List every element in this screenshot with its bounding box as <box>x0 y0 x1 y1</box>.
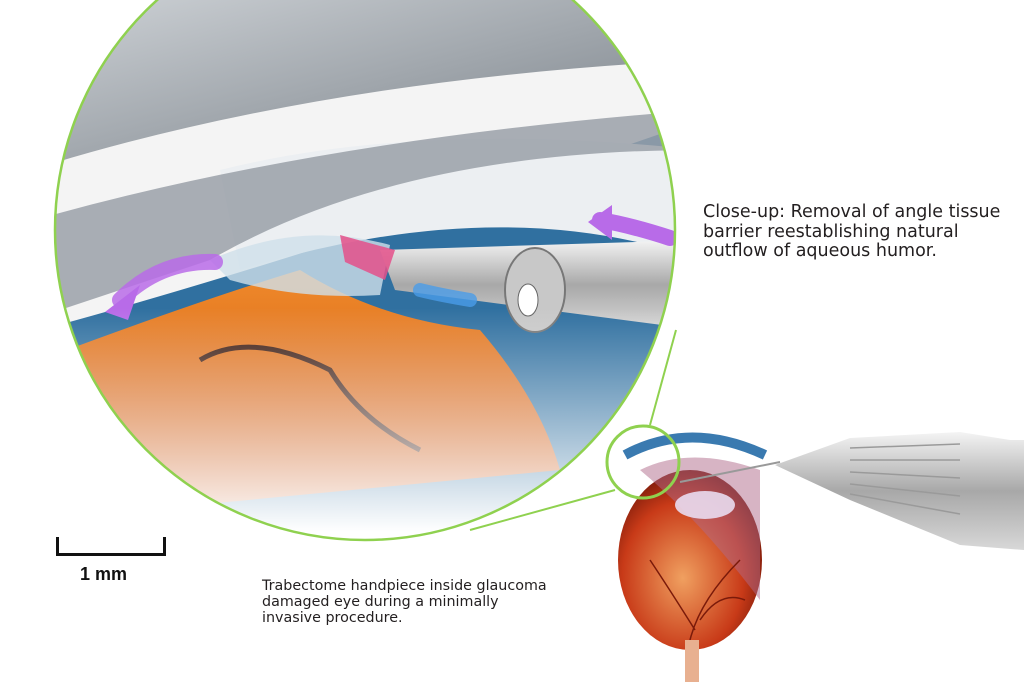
connector-line <box>649 329 677 426</box>
scale-bar <box>56 537 166 556</box>
magnifier-ring <box>53 0 677 542</box>
connector-line <box>469 489 616 531</box>
trabectome-handpiece <box>679 432 1024 550</box>
magnified-area-marker <box>605 424 681 500</box>
scale-bar-label: 1 mm <box>80 564 128 584</box>
closeup-caption: Close-up: Removal of angle tissue barrie… <box>703 202 1001 262</box>
handpiece-caption: Trabectome handpiece inside glaucoma dam… <box>262 578 547 626</box>
eye-cross-section <box>618 432 768 682</box>
